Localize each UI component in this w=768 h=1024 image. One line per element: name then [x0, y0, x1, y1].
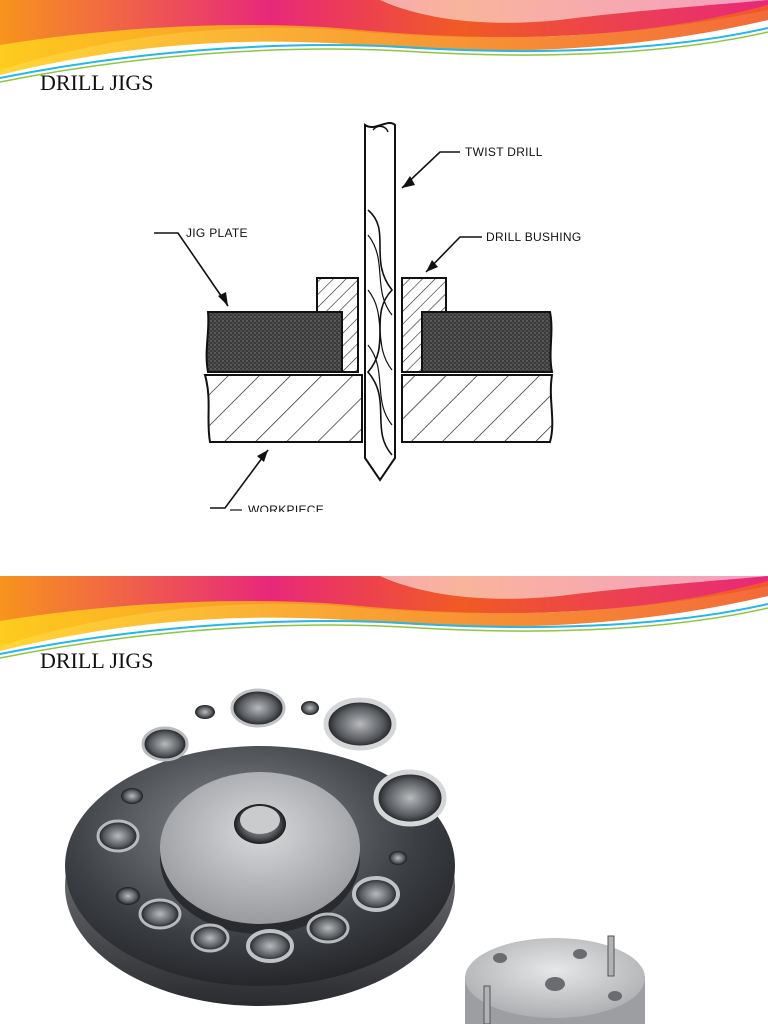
- indexing-jig-plate: [65, 688, 455, 1006]
- slide-2: DRILL JIGS: [0, 576, 768, 1024]
- svg-text:WORKPIECE: WORKPIECE: [248, 503, 324, 512]
- drill-bushing-part: [316, 277, 447, 373]
- header-swoosh: [0, 0, 768, 83]
- label-drill-bushing: DRILL BUSHING: [425, 230, 581, 273]
- header-swoosh: [0, 576, 768, 659]
- svg-text:JIG PLATE: JIG PLATE: [186, 226, 248, 240]
- slide-1: DRILL JIGS: [0, 0, 768, 512]
- drill-jig-diagram: TWIST DRILL JIG PLATE DRILL BUSHING WORK…: [154, 122, 581, 512]
- slide-title: DRILL JIGS: [40, 648, 154, 673]
- drill-jig-photo: [65, 688, 645, 1024]
- jig-plate-part: [205, 311, 554, 373]
- twist-drill-part: [364, 122, 396, 482]
- label-workpiece: WORKPIECE: [210, 449, 324, 512]
- pinned-fixture: [465, 935, 645, 1024]
- svg-text:DRILL BUSHING: DRILL BUSHING: [486, 230, 581, 244]
- label-jig-plate: JIG PLATE: [154, 226, 248, 307]
- workpiece-part: [203, 374, 554, 443]
- label-twist-drill: TWIST DRILL: [401, 145, 543, 189]
- svg-text:TWIST DRILL: TWIST DRILL: [465, 145, 543, 159]
- slide-title: DRILL JIGS: [40, 70, 154, 95]
